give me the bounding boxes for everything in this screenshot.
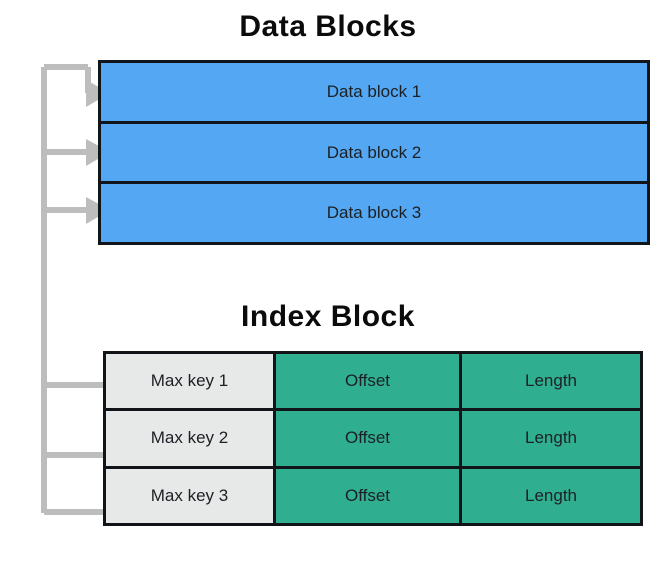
table-row[interactable]: Data block 3: [101, 184, 647, 243]
index-offset-cell-2[interactable]: Offset: [276, 411, 462, 466]
index-length-cell-1[interactable]: Length: [462, 354, 640, 409]
index-offset-cell-1[interactable]: Offset: [276, 354, 462, 409]
index-block-table: Max key 1 Offset Length Max key 2 Offset…: [103, 351, 643, 526]
index-length-cell-3[interactable]: Length: [462, 468, 640, 523]
table-row[interactable]: Max key 2 Offset Length: [106, 411, 640, 469]
index-offset-cell-3[interactable]: Offset: [276, 468, 462, 523]
data-blocks-table: Data block 1 Data block 2 Data block 3: [98, 60, 650, 245]
table-row[interactable]: Max key 3 Offset Length: [106, 468, 640, 523]
index-length-cell-2[interactable]: Length: [462, 411, 640, 466]
data-block-cell-1[interactable]: Data block 1: [101, 63, 647, 121]
table-row[interactable]: Max key 1 Offset Length: [106, 354, 640, 412]
data-block-cell-2[interactable]: Data block 2: [101, 123, 647, 182]
table-row[interactable]: Data block 2: [101, 123, 647, 185]
index-max-key-cell-3[interactable]: Max key 3: [106, 468, 276, 523]
data-blocks-title: Data Blocks: [239, 10, 417, 43]
index-max-key-cell-1[interactable]: Max key 1: [106, 354, 276, 409]
index-block-title: Index Block: [241, 300, 415, 333]
data-block-cell-3[interactable]: Data block 3: [101, 184, 647, 243]
index-max-key-cell-2[interactable]: Max key 2: [106, 411, 276, 466]
table-row[interactable]: Data block 1: [101, 63, 647, 124]
